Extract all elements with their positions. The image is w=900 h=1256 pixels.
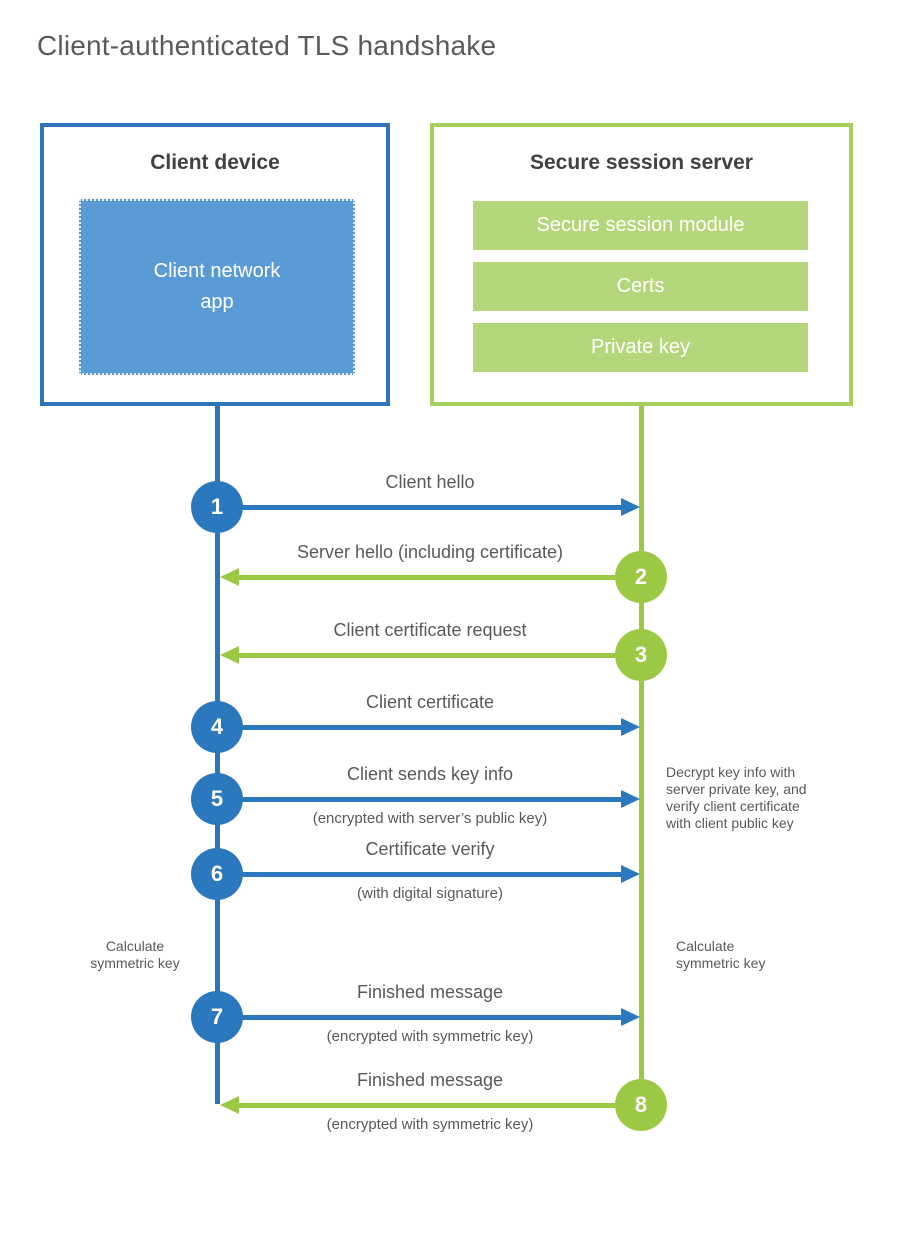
client-lifeline: [215, 406, 220, 1104]
step-2-label: Server hello (including certificate): [296, 542, 564, 562]
step-5-arrowhead-right-icon: [621, 790, 640, 808]
step-5-sublabel: (encrypted with server’s public key): [312, 810, 548, 827]
step-8-arrow-shaft: [239, 1103, 615, 1108]
step-1-label: Client hello: [385, 472, 475, 492]
step-5-arrow-shaft: [242, 797, 621, 802]
step-8-sublabel: (encrypted with symmetric key): [326, 1116, 534, 1133]
step-2-arrowhead-left-icon: [220, 568, 239, 586]
step-5-number-badge: 5: [191, 773, 243, 825]
server-decrypt-note: Decrypt key info with server private key…: [666, 764, 807, 831]
step-6-arrowhead-right-icon: [621, 865, 640, 883]
step-4-arrowhead-right-icon: [621, 718, 640, 736]
step-8-label: Finished message: [356, 1070, 504, 1090]
step-4-arrow-shaft: [242, 725, 621, 730]
client-calculate-symmetric-key-note: Calculate symmetric key: [90, 938, 180, 971]
server-calculate-symmetric-key-note: Calculate symmetric key: [676, 938, 766, 971]
step-2-number-badge: 2: [615, 551, 667, 603]
secure-session-server-box: Secure session server Secure session mod…: [430, 123, 853, 406]
client-device-box: Client device Client network app: [40, 123, 390, 406]
server-module-secure-session-module: Secure session module: [473, 201, 808, 250]
step-7-sublabel: (encrypted with symmetric key): [326, 1028, 534, 1045]
step-7-number-badge: 7: [191, 991, 243, 1043]
step-3-number-badge: 3: [615, 629, 667, 681]
secure-session-server-title: Secure session server: [530, 151, 753, 174]
step-7-label: Finished message: [356, 982, 504, 1002]
client-device-title: Client device: [150, 151, 280, 174]
server-module-private-key: Private key: [473, 323, 808, 372]
step-1-arrowhead-right-icon: [621, 498, 640, 516]
step-7-arrow-shaft: [242, 1015, 621, 1020]
step-6-number-badge: 6: [191, 848, 243, 900]
step-1-arrow-shaft: [242, 505, 621, 510]
step-4-label: Client certificate: [365, 692, 495, 712]
server-module-certs: Certs: [473, 262, 808, 311]
server-lifeline: [639, 406, 644, 1130]
step-8-arrowhead-left-icon: [220, 1096, 239, 1114]
client-network-app-block: Client network app: [79, 199, 355, 375]
step-4-number-badge: 4: [191, 701, 243, 753]
step-3-arrow-shaft: [239, 653, 615, 658]
step-1-number-badge: 1: [191, 481, 243, 533]
step-3-arrowhead-left-icon: [220, 646, 239, 664]
step-6-sublabel: (with digital signature): [357, 885, 503, 902]
step-6-arrow-shaft: [242, 872, 621, 877]
page-title: Client-authenticated TLS handshake: [37, 30, 497, 61]
step-5-label: Client sends key info: [346, 764, 514, 784]
step-3-label: Client certificate request: [333, 620, 527, 640]
step-2-arrow-shaft: [239, 575, 615, 580]
step-6-label: Certificate verify: [365, 839, 495, 859]
step-8-number-badge: 8: [615, 1079, 667, 1131]
step-7-arrowhead-right-icon: [621, 1008, 640, 1026]
